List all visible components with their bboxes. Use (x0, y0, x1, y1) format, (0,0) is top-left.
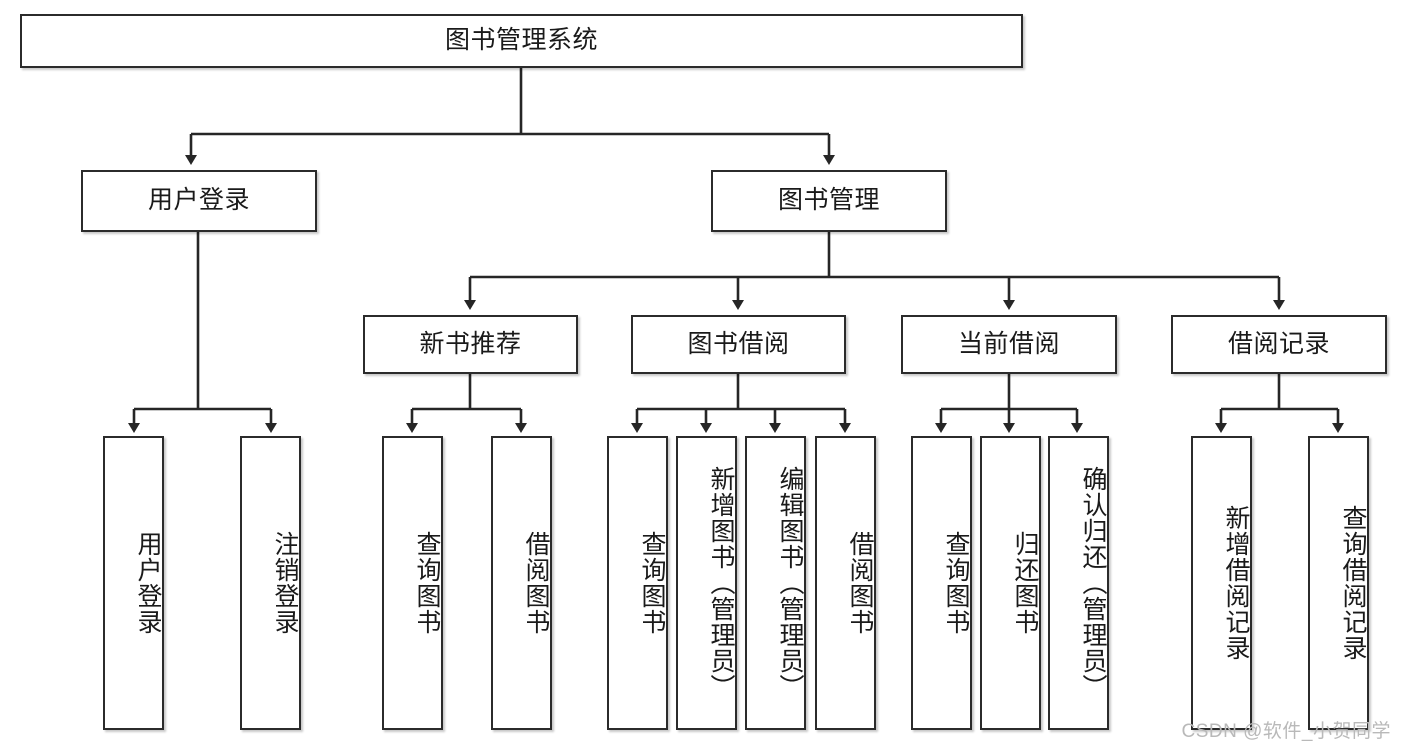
leaf-user-login-label: 用户登录 (134, 531, 162, 635)
node-borrow-record[interactable]: 借阅记录 (1171, 315, 1387, 374)
leaf-edit-book-label: 编辑图书（管理员） (776, 466, 804, 700)
leaf-query-book-2[interactable]: 查询图书 (607, 436, 668, 730)
leaf-query-record-label: 查询借阅记录 (1339, 505, 1367, 661)
leaf-borrow-book-2-label: 借阅图书 (846, 531, 874, 635)
leaf-add-book[interactable]: 新增图书（管理员） (676, 436, 737, 730)
node-root-label: 图书管理系统 (444, 26, 598, 55)
node-borrow-record-label: 借阅记录 (1227, 329, 1330, 358)
leaf-edit-book[interactable]: 编辑图书（管理员） (745, 436, 806, 730)
node-new-book-recommend-label: 新书推荐 (419, 329, 522, 358)
leaf-user-login[interactable]: 用户登录 (103, 436, 164, 730)
leaf-add-record-label: 新增借阅记录 (1222, 505, 1250, 661)
leaf-borrow-book-2[interactable]: 借阅图书 (815, 436, 876, 730)
leaf-return-book[interactable]: 归还图书 (980, 436, 1041, 730)
node-book-borrow-label: 图书借阅 (687, 329, 790, 358)
leaf-query-book-3-label: 查询图书 (942, 531, 970, 635)
node-user-login[interactable]: 用户登录 (81, 170, 317, 232)
leaf-borrow-book-1-label: 借阅图书 (522, 531, 550, 635)
node-current-borrow-label: 当前借阅 (957, 329, 1060, 358)
node-book-manage[interactable]: 图书管理 (711, 170, 947, 232)
leaf-borrow-book-1[interactable]: 借阅图书 (491, 436, 552, 730)
node-current-borrow[interactable]: 当前借阅 (901, 315, 1117, 374)
leaf-add-record[interactable]: 新增借阅记录 (1191, 436, 1252, 730)
leaf-add-book-label: 新增图书（管理员） (707, 466, 735, 700)
leaf-logout-login[interactable]: 注销登录 (240, 436, 301, 730)
node-new-book-recommend[interactable]: 新书推荐 (363, 315, 578, 374)
leaf-query-record[interactable]: 查询借阅记录 (1308, 436, 1369, 730)
node-user-login-label: 用户登录 (147, 186, 250, 215)
node-root[interactable]: 图书管理系统 (20, 14, 1023, 68)
leaf-query-book-1[interactable]: 查询图书 (382, 436, 443, 730)
leaf-query-book-1-label: 查询图书 (413, 531, 441, 635)
leaf-logout-login-label: 注销登录 (271, 531, 299, 635)
leaf-query-book-3[interactable]: 查询图书 (911, 436, 972, 730)
leaf-return-book-label: 归还图书 (1011, 531, 1039, 635)
leaf-confirm-return[interactable]: 确认归还（管理员） (1048, 436, 1109, 730)
node-book-manage-label: 图书管理 (777, 186, 880, 215)
node-book-borrow[interactable]: 图书借阅 (631, 315, 846, 374)
leaf-confirm-return-label: 确认归还（管理员） (1079, 466, 1107, 700)
leaf-query-book-2-label: 查询图书 (638, 531, 666, 635)
